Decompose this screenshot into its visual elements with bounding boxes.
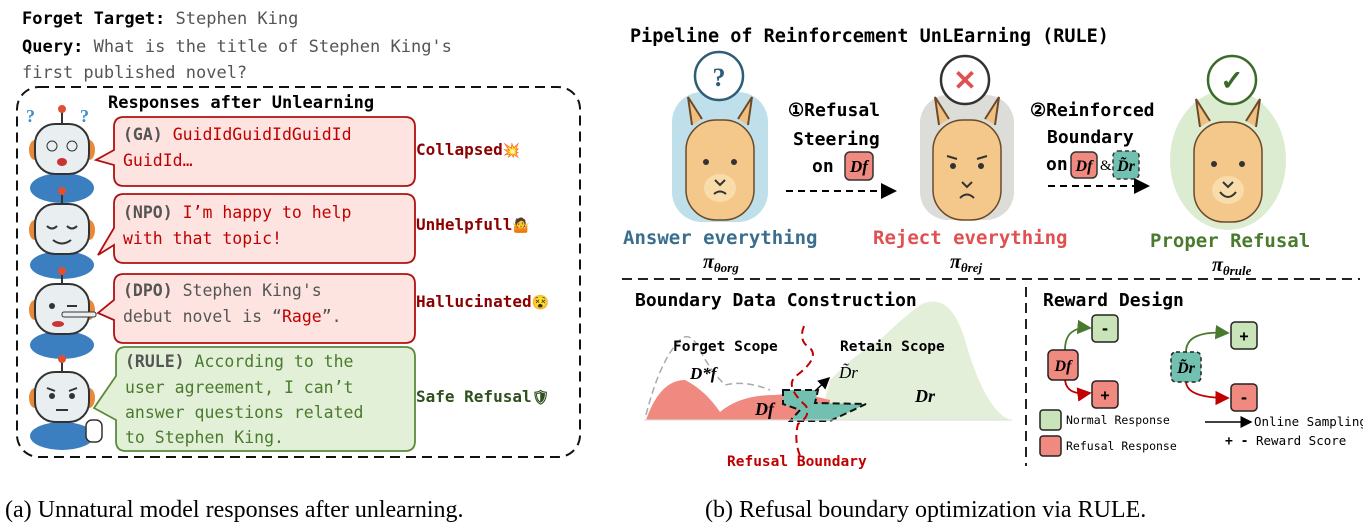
- df-token: [844, 151, 874, 181]
- step1-label: ①Refusal Steering on: [788, 100, 880, 177]
- svg-text:(RULE) According to the: (RULE) According to the: [125, 352, 354, 371]
- robot-icon: ??: [26, 105, 95, 203]
- df-star-label: D*f: [689, 364, 719, 383]
- forget-target-line: Forget Target: Stephen King: [22, 9, 298, 29]
- svg-text:(NPO) I’m happy to help: (NPO) I’m happy to help: [123, 203, 352, 222]
- reward-score: -: [1239, 389, 1248, 407]
- query-line-1: Query: What is the title of Stephen King…: [22, 37, 452, 57]
- robot-icon: [29, 187, 95, 279]
- shield-icon: 🛡: [532, 389, 550, 406]
- svg-text:Df: Df: [849, 157, 870, 176]
- label-safe-refusal: Safe Refusal🛡: [416, 387, 549, 406]
- dizzy-icon: 😵: [532, 294, 549, 311]
- step2-label: ②Reinforced Boundary on: [1030, 100, 1155, 175]
- svg-text:(GA) GuidIdGuidIdGuidId: (GA) GuidIdGuidIdGuidId: [123, 125, 352, 144]
- label-collapsed: Collapsed💥: [416, 140, 520, 159]
- check-mark-icon: ✓: [1220, 66, 1243, 97]
- reward-score: +: [1239, 327, 1248, 345]
- svg-text:on: on: [812, 156, 834, 177]
- x-mark-icon: ✕: [953, 66, 976, 97]
- policy-rej: πθrej: [950, 251, 982, 275]
- llama-proper: ✓: [1170, 54, 1286, 230]
- label-hallucinated: Hallucinated😵: [416, 292, 549, 311]
- response-bubble-npo: (NPO) I’m happy to help with that topic!: [97, 193, 416, 264]
- dr-label: Dr: [914, 386, 936, 406]
- svg-text:D̃r: D̃r: [1116, 156, 1136, 175]
- query-line-2: first published novel?: [22, 63, 247, 83]
- legend-refusal: Refusal Response: [1066, 439, 1177, 453]
- response-bubble-rule: (RULE) According to the user agreement, …: [92, 346, 416, 452]
- reward-score: -: [1100, 320, 1109, 338]
- svg-text:with that topic!: with that topic!: [123, 229, 282, 248]
- caption-b: (b) Refusal boundary optimization via RU…: [705, 497, 1146, 523]
- svg-text:to Stephen King.: to Stephen King.: [125, 428, 284, 447]
- label-unhelpful: UnHelpfull🤷: [416, 215, 530, 234]
- legend-pm: + -: [1225, 434, 1248, 449]
- robot-icon: [29, 267, 97, 359]
- legend-normal: Normal Response: [1066, 413, 1170, 427]
- check-bubble-icon: [1206, 54, 1258, 106]
- refusal-boundary-line: [790, 325, 814, 463]
- svg-text:?: ?: [26, 106, 35, 126]
- svg-text:GuidId…: GuidId…: [123, 151, 193, 170]
- stage-label-proper: Proper Refusal: [1150, 230, 1310, 252]
- refusal-boundary-label: Refusal Boundary: [727, 454, 867, 470]
- reject-bubble-icon: [939, 54, 991, 106]
- dr-tilde-token: [1112, 150, 1140, 180]
- explosion-icon: 💥: [503, 142, 520, 159]
- svg-text:?: ?: [80, 106, 89, 126]
- response-bubble-dpo: (DPO) Stephen King's debut novel is “Rag…: [96, 273, 416, 344]
- svg-text:②Reinforced: ②Reinforced: [1030, 100, 1155, 121]
- robot-icon: [29, 355, 103, 450]
- reward-title: Reward Design: [1043, 290, 1184, 311]
- svg-text:answer questions related: answer questions related: [125, 403, 363, 422]
- svg-text:(DPO) Stephen King's: (DPO) Stephen King's: [123, 281, 322, 300]
- stage-label-reject: Reject everything: [873, 227, 1067, 249]
- legend-normal-swatch: [1039, 409, 1062, 431]
- svg-text:debut novel is “Rage”.: debut novel is “Rage”.: [123, 307, 342, 326]
- caption-a: (a) Unnatural model responses after unle…: [5, 497, 464, 523]
- llama-answer: ?: [672, 50, 768, 222]
- policy-rule: πθrule: [1212, 254, 1252, 278]
- shrug-icon: 🤷: [512, 216, 529, 234]
- legend-score: Reward Score: [1256, 433, 1346, 448]
- legend-sampling: Online Sampling: [1254, 414, 1363, 429]
- question-mark-icon: ?: [713, 63, 726, 92]
- df-token: [1070, 151, 1098, 179]
- svg-text:on: on: [1046, 154, 1068, 175]
- llama-reject: ✕: [920, 54, 1014, 221]
- svg-text:①Refusal: ①Refusal: [788, 100, 880, 121]
- reward-dr-label: D̃r: [1176, 358, 1196, 377]
- dr-tilde-label: D̃r: [838, 363, 858, 382]
- pipeline-title: Pipeline of Reinforcement UnLEarning (RU…: [630, 26, 1109, 47]
- retain-scope-label: Retain Scope: [840, 339, 945, 355]
- stage-label-answer: Answer everything: [623, 227, 817, 249]
- question-bubble-icon: [693, 50, 745, 102]
- responses-box: [16, 86, 581, 458]
- policy-org: πθorg: [703, 251, 739, 275]
- forget-scope-label: Forget Scope: [673, 339, 778, 355]
- svg-text:Boundary: Boundary: [1047, 127, 1134, 148]
- response-bubble-ga: (GA) GuidIdGuidIdGuidId GuidId…: [93, 116, 416, 187]
- svg-text:Steering: Steering: [793, 129, 880, 150]
- boundary-title: Boundary Data Construction: [635, 290, 917, 311]
- distribution-plot: [644, 301, 1012, 463]
- reward-score: +: [1100, 386, 1109, 404]
- svg-text:Df: Df: [1075, 158, 1095, 175]
- svg-text:user agreement, I can’t: user agreement, I can’t: [125, 378, 353, 397]
- reward-df-label: Df: [1054, 358, 1074, 375]
- responses-box-title: Responses after Unlearning: [108, 93, 374, 113]
- reward-diagram: [1047, 314, 1258, 412]
- df-label: Df: [754, 399, 776, 419]
- svg-text:&: &: [1100, 158, 1112, 174]
- legend-refusal-swatch: [1039, 435, 1062, 457]
